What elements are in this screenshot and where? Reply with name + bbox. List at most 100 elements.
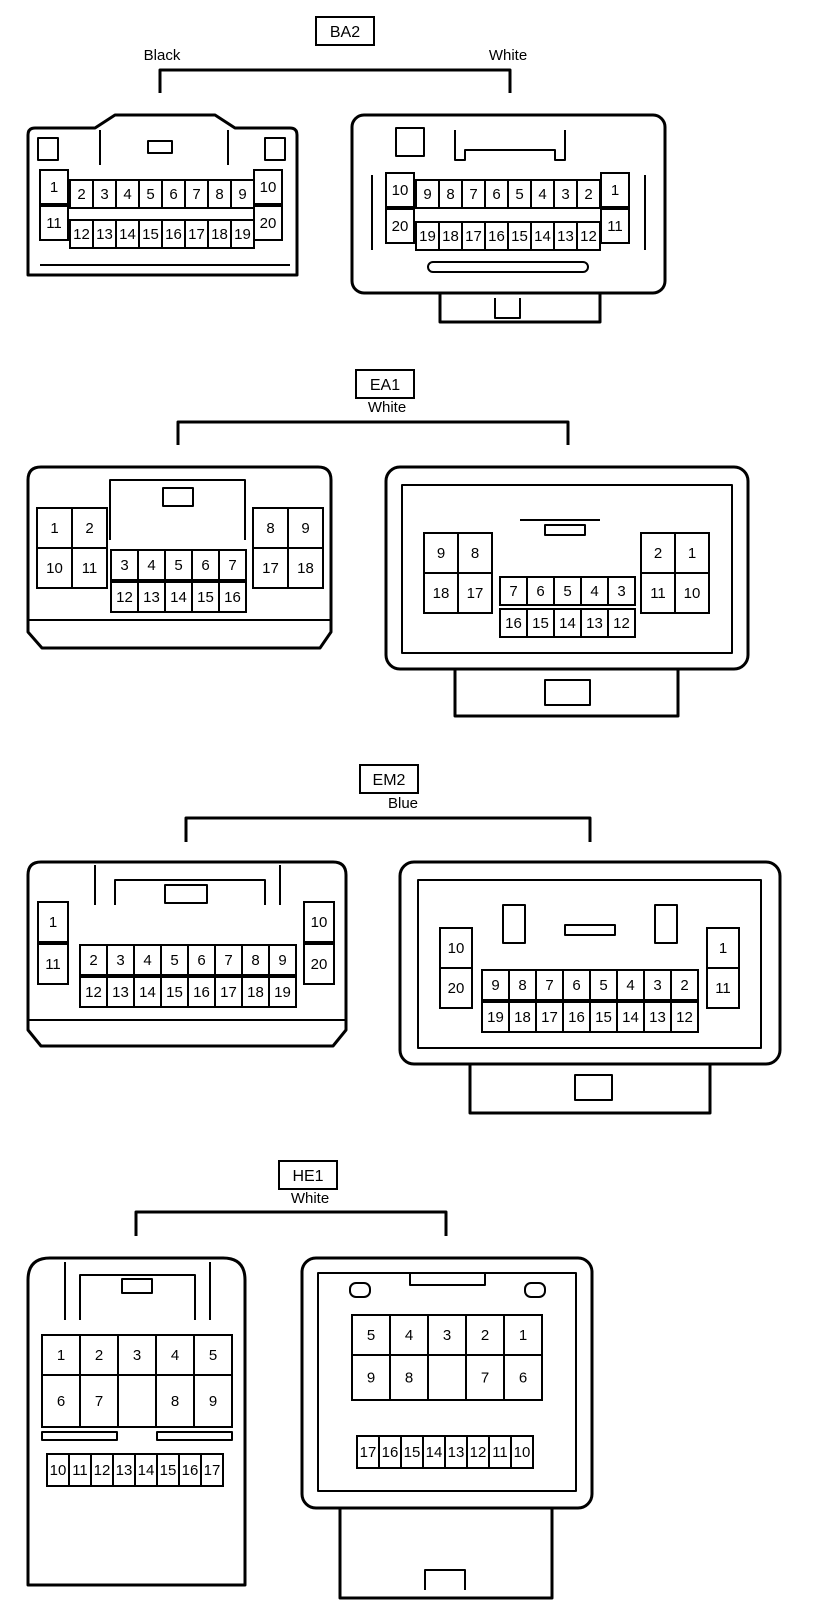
em2-left-pin-6-number: 6	[197, 952, 205, 969]
ba2-left-pin-13-number: 13	[96, 226, 113, 243]
ba2-right-pin-20-cavity	[385, 208, 415, 244]
ea1-right-pin-3-cavity	[607, 576, 636, 606]
ba2-right-pin-11-cavity	[600, 208, 630, 244]
em2-left-pin-15: 15	[160, 976, 189, 1008]
he1-right-pin-14-number: 14	[426, 1444, 443, 1461]
em2-left-pin-9-number: 9	[278, 952, 286, 969]
he1-right-pin-12-number: 12	[470, 1444, 487, 1461]
ea1-left-pin-18-cavity	[287, 547, 324, 589]
em2-left-pin-7: 7	[214, 944, 243, 976]
em2-right-pin-8: 8	[508, 969, 537, 1001]
ba2-left-pin-10: 10	[253, 169, 283, 205]
he1-right-pin-10-cavity	[510, 1435, 534, 1469]
he1-right-pin-7: 7	[465, 1354, 505, 1401]
ea1-left-pin-5: 5	[164, 549, 193, 581]
he1-right-pin-15: 15	[400, 1435, 424, 1469]
ea1-right-pin-5-number: 5	[563, 583, 571, 600]
em2-left-pin-19-cavity	[268, 976, 297, 1008]
ba2-right-pin-4-number: 4	[538, 186, 546, 203]
ba2-right-pin-5-number: 5	[515, 186, 523, 203]
he1-left-pin-1: 1	[41, 1334, 81, 1376]
ea1-right-pin-2-number: 2	[654, 545, 662, 562]
ba2-left-pin-1-number: 1	[50, 179, 58, 196]
ea1-right-pin-4-number: 4	[590, 583, 598, 600]
ea1-left-pin-4-number: 4	[147, 557, 155, 574]
he1-left-pin-9-number: 9	[209, 1393, 217, 1410]
he1-left-pin-11-number: 11	[72, 1462, 88, 1479]
ba2-left-pin-8: 8	[207, 179, 232, 209]
em2-right-pin-20-cavity	[439, 967, 473, 1009]
ea1-left-pin-15: 15	[191, 581, 220, 613]
em2-left-pin-2-cavity	[79, 944, 108, 976]
em2-right-pin-13: 13	[643, 1001, 672, 1033]
em2-left-pin-13-number: 13	[112, 984, 129, 1001]
ea1-left-connector-body	[26, 465, 333, 650]
he1-left-pin-16-number: 16	[182, 1462, 199, 1479]
em2-left-pin-17: 17	[214, 976, 243, 1008]
ba2-left-pin-10-cavity	[253, 169, 283, 205]
he1-right-pin-11: 11	[488, 1435, 512, 1469]
ba2-left-pin-9: 9	[230, 179, 255, 209]
em2-left-pin-7-number: 7	[224, 952, 232, 969]
em2-right-pin-10: 10	[439, 927, 473, 969]
he1-left-pin-15-number: 15	[160, 1462, 177, 1479]
ea1-left-pin-15-cavity	[191, 581, 220, 613]
ea1-right-pin-1-cavity	[674, 532, 710, 574]
em2-left-pin-14: 14	[133, 976, 162, 1008]
em2-left-pin-10: 10	[303, 901, 335, 943]
ba2-right-pin-12-number: 12	[580, 228, 597, 245]
em2-left-pin-9-cavity	[268, 944, 297, 976]
em2-left-pin-11-cavity	[37, 943, 69, 985]
he1-right-pin-7-cavity	[465, 1354, 505, 1401]
em2-right-pin-1: 1	[706, 927, 740, 969]
ea1-left-pin-16: 16	[218, 581, 247, 613]
em2-right-pin-5: 5	[589, 969, 618, 1001]
em2-left-pin-1-number: 1	[49, 914, 57, 931]
he1-left-pin-16: 16	[178, 1453, 202, 1487]
em2-left-pin-2: 2	[79, 944, 108, 976]
ea1-right-pin-10-cavity	[674, 572, 710, 614]
em2-right-pin-12-number: 12	[676, 1009, 693, 1026]
em2-right-pin-3-number: 3	[653, 977, 661, 994]
ea1-right-pin-9-number: 9	[437, 545, 445, 562]
ba2-right-pin-10: 10	[385, 172, 415, 208]
he1-right-pin-16: 16	[378, 1435, 402, 1469]
em2-code-label-box	[359, 764, 419, 794]
ea1-right-pin-7-number: 7	[509, 583, 517, 600]
em2-right-pin-18-cavity	[508, 1001, 537, 1033]
ba2-left-pin-8-number: 8	[215, 186, 223, 203]
ea1-left-pin-2-number: 2	[85, 520, 93, 537]
em2-left-pin-12: 12	[79, 976, 108, 1008]
em2-left-pin-2-number: 2	[89, 952, 97, 969]
em2-left-pin-16-number: 16	[193, 984, 210, 1001]
ea1-right-pin-3: 3	[607, 576, 636, 606]
ea1-right-pin-14-number: 14	[559, 615, 576, 632]
ea1-right-connector-body	[384, 465, 750, 718]
he1-left-pin-5-cavity	[193, 1334, 233, 1376]
em2-left-pin-3: 3	[106, 944, 135, 976]
ba2-left-pin-13: 13	[92, 219, 117, 249]
ea1-left-pin-17-number: 17	[262, 560, 279, 577]
ba2-right-pin-2-number: 2	[584, 186, 592, 203]
em2-right-pin-4-number: 4	[626, 977, 634, 994]
ea1-right-pin-6-cavity	[526, 576, 555, 606]
ea1-right-pin-7: 7	[499, 576, 528, 606]
he1-right-pin-6-cavity	[503, 1354, 543, 1401]
ba2-right-pin-9-number: 9	[423, 186, 431, 203]
ea1-left-pin-14-cavity	[164, 581, 193, 613]
em2-left-pin-14-number: 14	[139, 984, 156, 1001]
ea1-code-label-text: EA1	[370, 377, 400, 394]
he1-right-pin-10: 10	[510, 1435, 534, 1469]
he1-right-pin-9-number: 9	[367, 1370, 375, 1387]
ba2-right-pin-15: 15	[507, 221, 532, 251]
ba2-right-pin-2: 2	[576, 179, 601, 209]
em2-color-label: Blue	[388, 795, 418, 812]
em2-left-pin-6-cavity	[187, 944, 216, 976]
he1-left-pin-17: 17	[200, 1453, 224, 1487]
ea1-left-pin-13: 13	[137, 581, 166, 613]
em2-left-connector-body	[26, 860, 348, 1048]
em2-left-pin-12-cavity	[79, 976, 108, 1008]
he1-left-pin-13-number: 13	[116, 1462, 133, 1479]
em2-right-pin-4-cavity	[616, 969, 645, 1001]
em2-left-pin-9: 9	[268, 944, 297, 976]
